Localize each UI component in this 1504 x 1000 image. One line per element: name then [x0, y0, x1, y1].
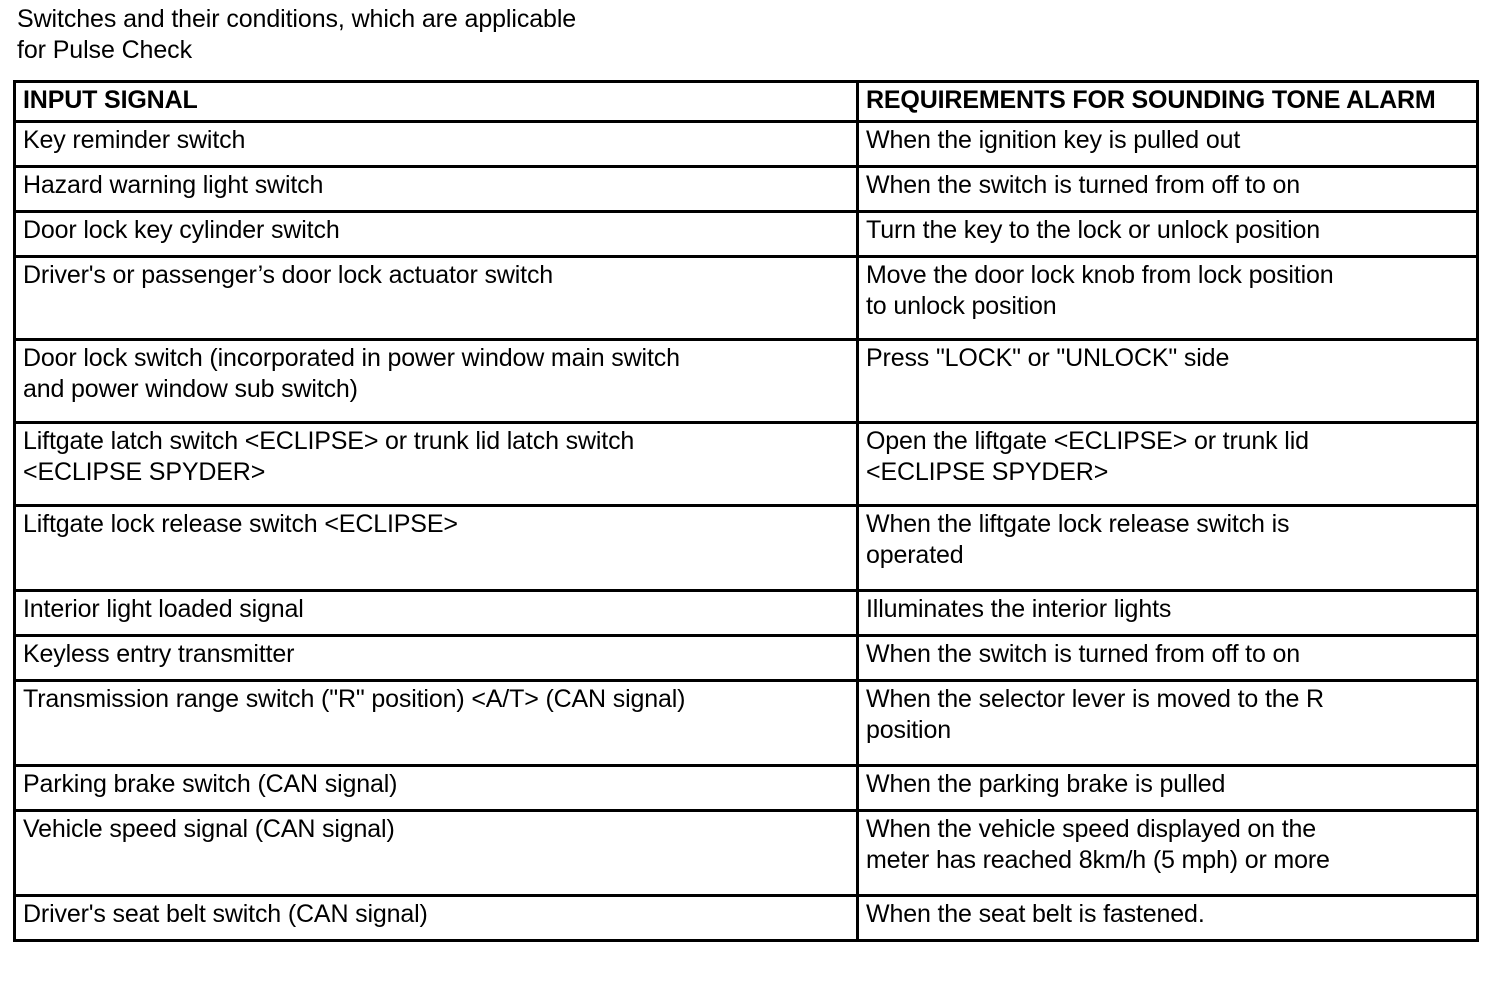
table-row: Door lock key cylinder switch Turn the ke…	[13, 210, 1479, 258]
cell-requirements: When the selector lever is moved to the …	[856, 679, 1479, 767]
cell-requirements: When the ignition key is pulled out	[856, 120, 1479, 168]
table-row: Parking brake switch (CAN signal) When th…	[13, 764, 1479, 812]
table-row: Liftgate lock release switch <ECLIPSE> Wh…	[13, 504, 1479, 592]
table-row: Interior light loaded signal Illuminates …	[13, 589, 1479, 637]
cell-input-signal: Driver's seat belt switch (CAN signal)	[13, 894, 859, 942]
table-row: Driver's or passenger’s door lock actuat…	[13, 255, 1479, 341]
input-signal-text: Door lock key cylinder switch	[23, 216, 340, 244]
input-signal-text: Keyless entry transmitter	[23, 640, 295, 668]
table-row: Liftgate latch switch <ECLIPSE> or trunk…	[13, 421, 1479, 507]
cell-input-signal: Door lock switch (incorporated in power …	[13, 338, 859, 424]
requirements-text: When the vehicle speed displayed on the …	[866, 815, 1330, 874]
table-row: Key reminder switch When the ignition key…	[13, 120, 1479, 168]
cell-requirements: Press "LOCK" or "UNLOCK" side	[856, 338, 1479, 424]
column-header-input-signal: INPUT SIGNAL	[13, 80, 859, 123]
column-header-requirements: REQUIREMENTS FOR SOUNDING TONE ALARM	[856, 80, 1479, 123]
input-signal-text: Door lock switch (incorporated in power …	[23, 344, 680, 403]
requirements-text: Move the door lock knob from lock positi…	[866, 261, 1334, 320]
requirements-text: Turn the key to the lock or unlock posit…	[866, 216, 1320, 244]
cell-input-signal: Keyless entry transmitter	[13, 634, 859, 682]
cell-requirements: Turn the key to the lock or unlock posit…	[856, 210, 1479, 258]
input-signal-text: Parking brake switch (CAN signal)	[23, 770, 398, 798]
cell-input-signal: Liftgate latch switch <ECLIPSE> or trunk…	[13, 421, 859, 507]
requirements-text: Open the liftgate <ECLIPSE> or trunk lid…	[866, 427, 1309, 486]
table-caption: Switches and their conditions, which are…	[17, 5, 577, 64]
table-row: Keyless entry transmitter When the switch…	[13, 634, 1479, 682]
table-row: Vehicle speed signal (CAN signal) When th…	[13, 809, 1479, 897]
cell-input-signal: Parking brake switch (CAN signal)	[13, 764, 859, 812]
input-signal-text: Vehicle speed signal (CAN signal)	[23, 815, 395, 843]
cell-input-signal: Hazard warning light switch	[13, 165, 859, 213]
cell-requirements: When the liftgate lock release switch is…	[856, 504, 1479, 592]
cell-input-signal: Door lock key cylinder switch	[13, 210, 859, 258]
cell-requirements: When the switch is turned from off to on	[856, 634, 1479, 682]
cell-requirements: When the switch is turned from off to on	[856, 165, 1479, 213]
table-row: Transmission range switch ("R" position)…	[13, 679, 1479, 767]
table-header-row: INPUT SIGNAL REQUIREMENTS FOR SOUNDING T…	[13, 80, 1479, 123]
requirements-text: When the seat belt is fastened.	[866, 900, 1205, 928]
cell-requirements: When the seat belt is fastened.	[856, 894, 1479, 942]
requirements-text: Press "LOCK" or "UNLOCK" side	[866, 344, 1230, 372]
cell-requirements: Move the door lock knob from lock positi…	[856, 255, 1479, 341]
cell-input-signal: Vehicle speed signal (CAN signal)	[13, 809, 859, 897]
requirements-text: When the switch is turned from off to on	[866, 640, 1301, 668]
input-signal-text: Liftgate latch switch <ECLIPSE> or trunk…	[23, 427, 635, 486]
cell-requirements: When the parking brake is pulled	[856, 764, 1479, 812]
cell-requirements: Illuminates the interior lights	[856, 589, 1479, 637]
table-row: Driver's seat belt switch (CAN signal) Wh…	[13, 894, 1479, 942]
input-signal-text: Hazard warning light switch	[23, 171, 324, 199]
requirements-text: When the selector lever is moved to the …	[866, 685, 1324, 744]
table-row: Door lock switch (incorporated in power …	[13, 338, 1479, 424]
cell-input-signal: Transmission range switch ("R" position)…	[13, 679, 859, 767]
cell-input-signal: Key reminder switch	[13, 120, 859, 168]
table-body: Key reminder switch When the ignition key…	[13, 120, 1479, 942]
requirements-text: When the liftgate lock release switch is…	[866, 510, 1290, 569]
input-signal-text: Driver's or passenger’s door lock actuat…	[23, 261, 554, 289]
input-signal-text: Interior light loaded signal	[23, 595, 304, 623]
input-signal-text: Driver's seat belt switch (CAN signal)	[23, 900, 428, 928]
requirements-text: Illuminates the interior lights	[866, 595, 1172, 623]
requirements-text: When the parking brake is pulled	[866, 770, 1226, 798]
input-signal-text: Key reminder switch	[23, 126, 246, 154]
input-signal-text: Transmission range switch ("R" position)…	[23, 685, 686, 713]
cell-requirements: When the vehicle speed displayed on the …	[856, 809, 1479, 897]
requirements-text: When the ignition key is pulled out	[866, 126, 1241, 154]
table-row: Hazard warning light switch When the swit…	[13, 165, 1479, 213]
table-header: INPUT SIGNAL REQUIREMENTS FOR SOUNDING T…	[13, 80, 1479, 123]
pulse-check-signal-table: INPUT SIGNAL REQUIREMENTS FOR SOUNDING T…	[13, 80, 1479, 942]
cell-input-signal: Driver's or passenger’s door lock actuat…	[13, 255, 859, 341]
cell-input-signal: Interior light loaded signal	[13, 589, 859, 637]
requirements-text: When the switch is turned from off to on	[866, 171, 1301, 199]
cell-input-signal: Liftgate lock release switch <ECLIPSE>	[13, 504, 859, 592]
cell-requirements: Open the liftgate <ECLIPSE> or trunk lid…	[856, 421, 1479, 507]
input-signal-text: Liftgate lock release switch <ECLIPSE>	[23, 510, 458, 538]
